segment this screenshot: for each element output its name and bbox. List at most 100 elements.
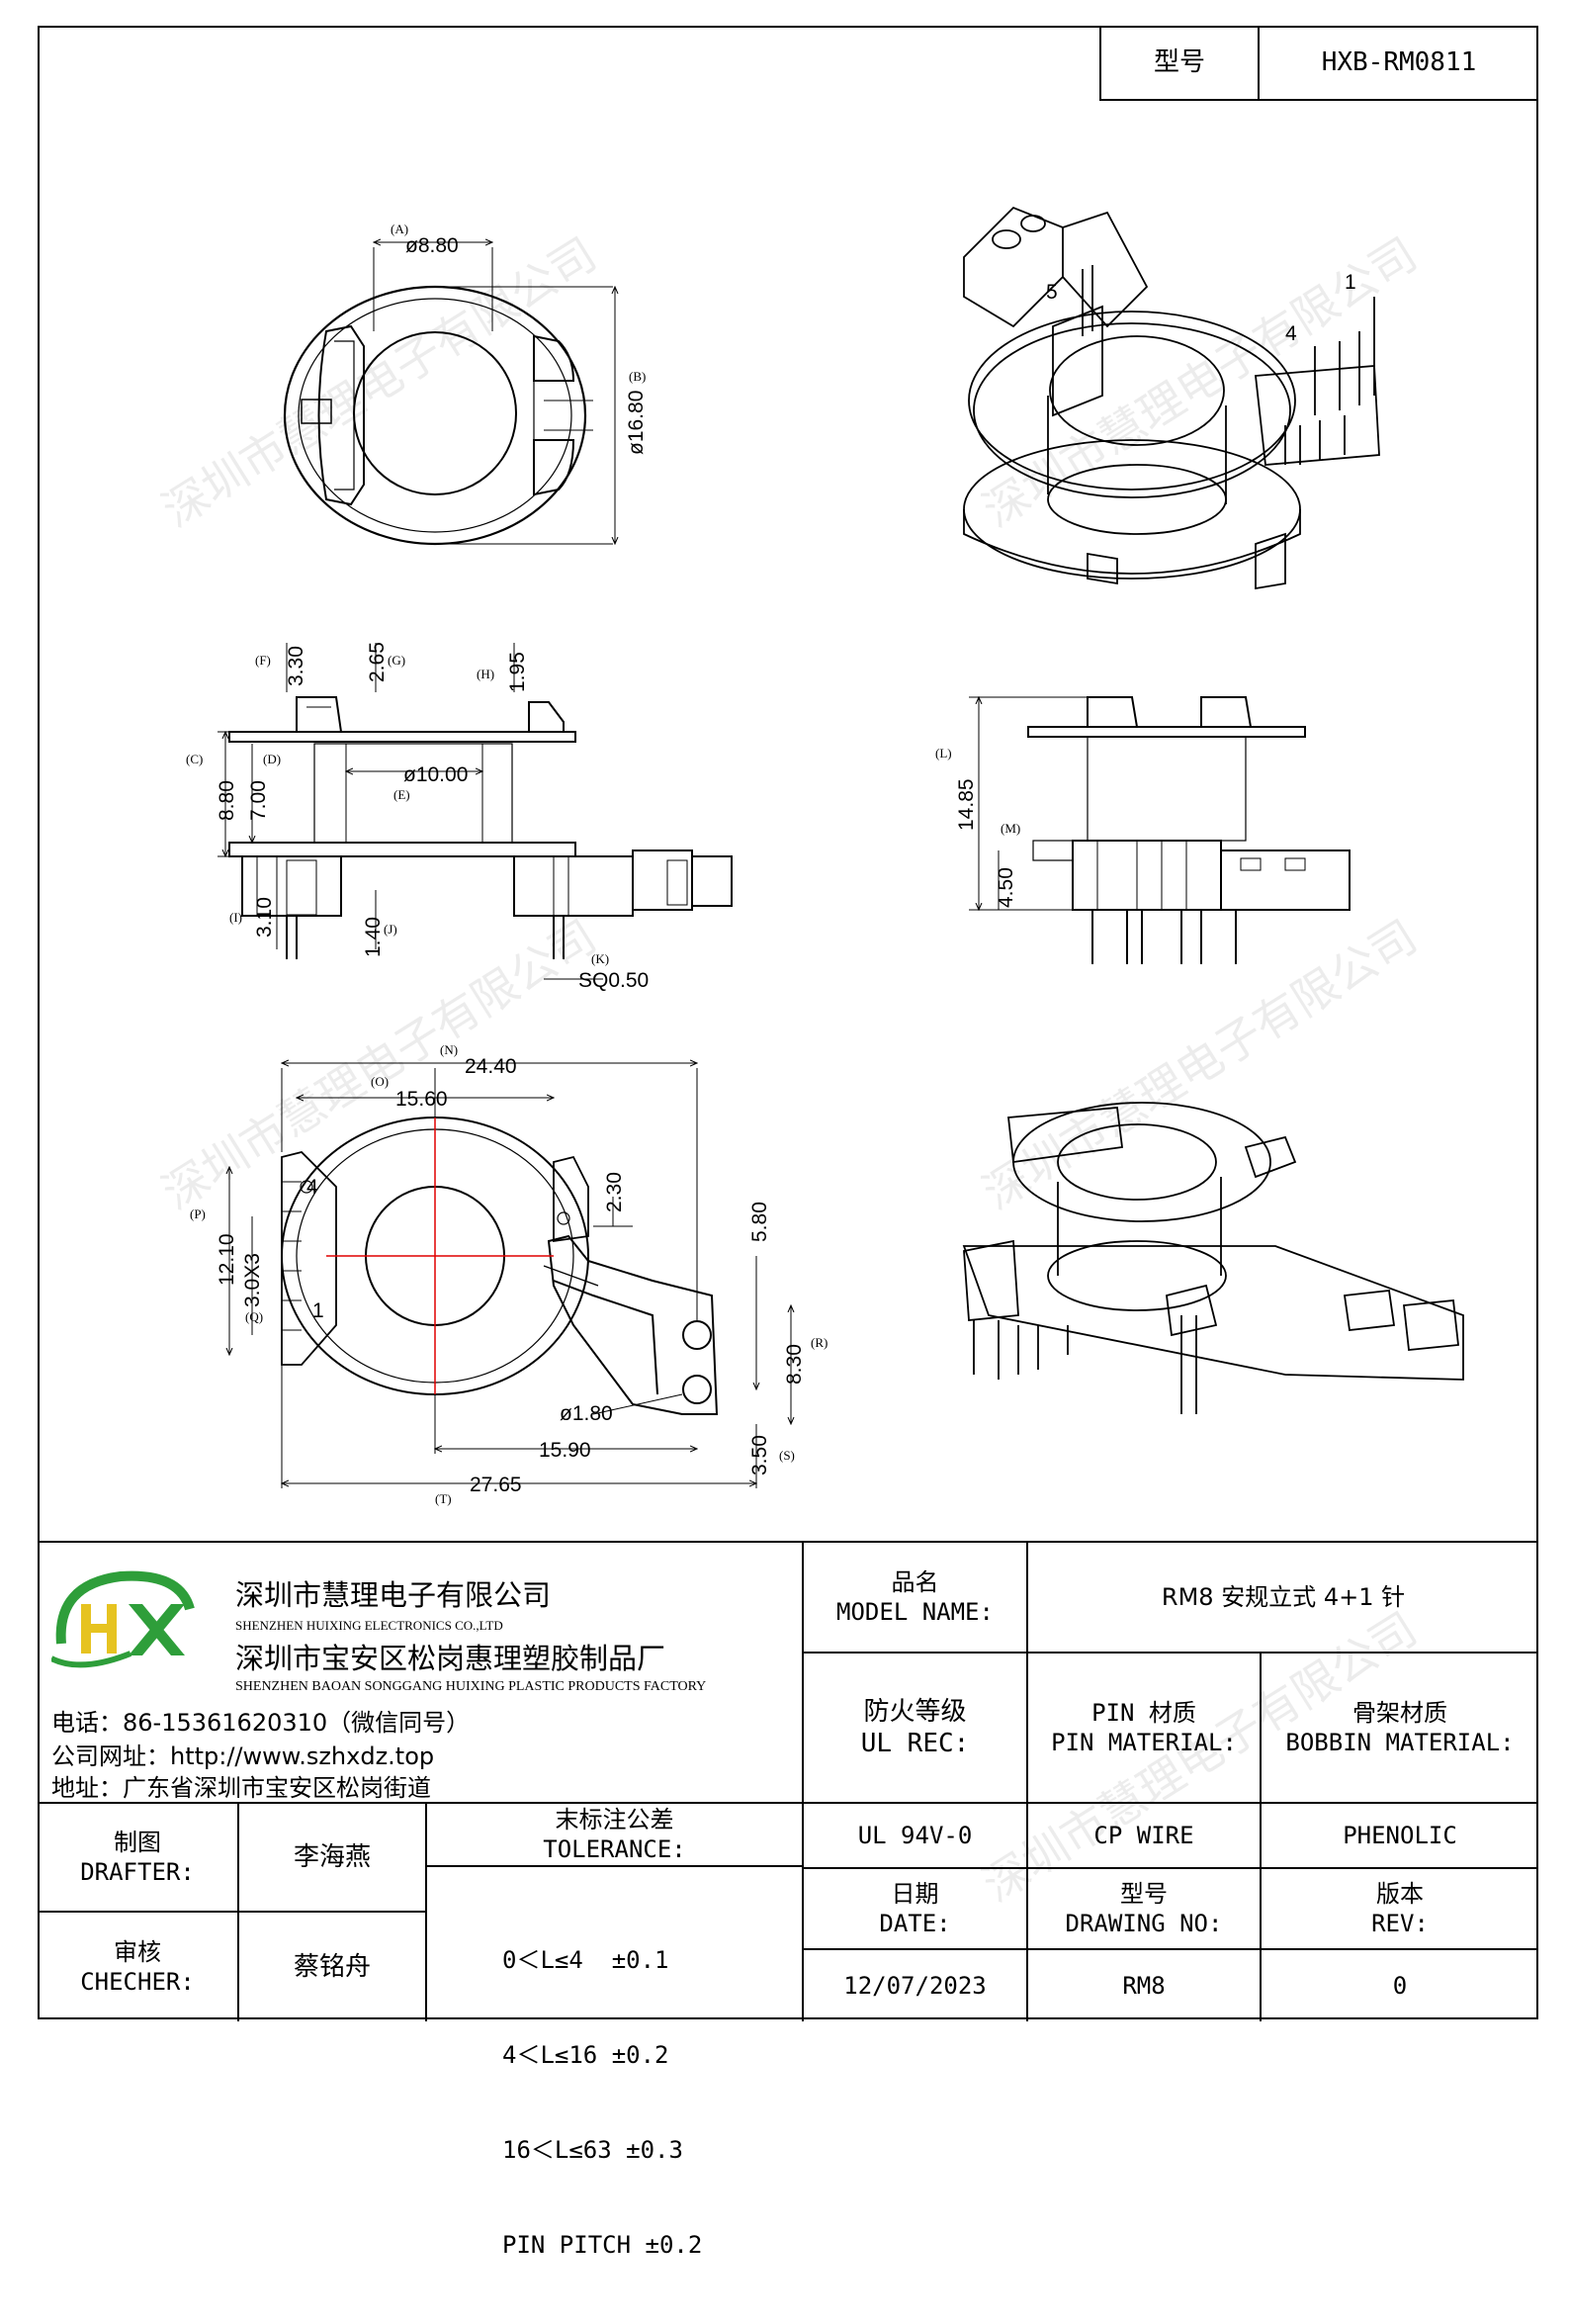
bobbin-material-cn: 骨架材质	[1352, 1699, 1447, 1727]
dim-label-c: (C)	[186, 752, 203, 766]
dim-n: 24.40	[465, 1055, 517, 1078]
dim-d: 7.00	[247, 780, 270, 821]
ul-rec-en: UL REC:	[860, 1729, 970, 1758]
bobbin-material-en: BOBBIN MATERIAL:	[1285, 1729, 1515, 1756]
dim-label-t: (T)	[435, 1491, 452, 1506]
company-website: 公司网址：http://www.szhxdz.top	[51, 1743, 435, 1770]
date-en: DATE:	[879, 1910, 951, 1937]
pin-material-en: PIN MATERIAL:	[1051, 1729, 1237, 1756]
dim-a: ø8.80	[405, 234, 459, 257]
dim-g: 2.65	[366, 642, 389, 682]
dim-i: 3.10	[253, 897, 276, 938]
dim-label-j: (J)	[384, 922, 397, 937]
date-value: 12/07/2023	[843, 1972, 987, 2000]
dim-580: 5.80	[748, 1202, 771, 1242]
dim-label-m: (M)	[1001, 821, 1020, 836]
header-model-box: 型号 HXB-RM0811	[1099, 26, 1538, 101]
dim-m: 4.50	[995, 867, 1017, 908]
dim-label-n: (N)	[440, 1042, 458, 1057]
header-model-value: HXB-RM0811	[1321, 46, 1477, 77]
model-name-en: MODEL NAME:	[836, 1598, 994, 1626]
tolerance-row: 16＜L≤63 ±0.3	[502, 2136, 683, 2164]
model-name-cn: 品名	[891, 1568, 939, 1596]
company-name-en: SHENZHEN HUIXING ELECTRONICS CO.,LTD	[235, 1618, 503, 1633]
checker-name: 蔡铭舟	[293, 1951, 371, 1982]
bottom-view	[229, 1063, 791, 1488]
tolerance-row: PIN PITCH ±0.2	[502, 2231, 703, 2259]
dim-label-s: (S)	[779, 1448, 795, 1463]
tolerance-label: 末标注公差 TOLERANCE:	[427, 1804, 802, 1865]
dim-r: 8.30	[783, 1344, 806, 1385]
dim-label-d: (D)	[263, 752, 281, 766]
pin-label: 5	[1046, 281, 1058, 304]
dim-p: 12.10	[216, 1233, 238, 1286]
ul-rec-cn: 防火等级	[863, 1696, 967, 1727]
tolerance-cn: 末标注公差	[555, 1806, 674, 1833]
top-view	[283, 242, 615, 546]
pin-label: 4	[306, 1176, 318, 1199]
pin-label: 1	[1345, 271, 1356, 294]
pin-label: 1	[312, 1299, 324, 1322]
dim-c: 8.80	[216, 780, 238, 821]
tolerance-values: 0＜L≤4 ±0.1 4＜L≤16 ±0.2 16＜L≤63 ±0.3 PIN …	[502, 1881, 702, 2324]
drafter-name: 李海燕	[293, 1841, 371, 1872]
dim-hole: ø1.80	[560, 1402, 613, 1425]
side-view	[969, 696, 1351, 964]
rev-en: REV:	[1371, 1910, 1429, 1937]
dim-e: ø10.00	[403, 763, 468, 786]
checker-en: CHECHER:	[80, 1968, 195, 1996]
dim-label-i: (I)	[229, 910, 242, 925]
rev-label: 版本 REV:	[1262, 1869, 1538, 1948]
company-logo	[51, 1570, 195, 1668]
ul-rec-label: 防火等级 UL REC:	[804, 1654, 1026, 1802]
dim-t: 27.65	[470, 1474, 522, 1496]
model-name-value: RM8 安规立式 4+1 针	[1161, 1583, 1406, 1611]
dim-label-g: (G)	[388, 653, 405, 668]
dim-230: 2.30	[603, 1172, 626, 1212]
tolerance-en: TOLERANCE:	[543, 1835, 686, 1863]
dim-label-o: (O)	[371, 1074, 389, 1089]
tolerance-row: 4＜L≤16 ±0.2	[502, 2041, 669, 2069]
rev-cn: 版本	[1376, 1880, 1424, 1908]
dim-label-e: (E)	[393, 787, 410, 802]
drafter-label: 制图 DRAFTER:	[38, 1804, 237, 1911]
dim-label-f: (F)	[255, 653, 271, 668]
dim-h: 1.95	[506, 652, 529, 692]
dim-q: 3.0X3	[241, 1253, 264, 1307]
dim-s: 3.50	[748, 1435, 771, 1475]
drafter-cn: 制图	[114, 1829, 161, 1856]
pin-label: 4	[1285, 322, 1297, 345]
date-label: 日期 DATE:	[804, 1869, 1026, 1948]
date-cn: 日期	[891, 1880, 939, 1908]
checker-label: 审核 CHECHER:	[38, 1913, 237, 2021]
company-address: 地址：广东省深圳市宝安区松岗街道	[51, 1774, 431, 1802]
pin-material-value: CP WIRE	[1093, 1822, 1194, 1849]
factory-name-en: SHENZHEN BAOAN SONGGANG HUIXING PLASTIC …	[235, 1679, 707, 1694]
dim-label-a: (A)	[391, 222, 408, 236]
company-phone: 电话：86-15361620310（微信同号）	[51, 1709, 471, 1737]
dim-label-h: (H)	[477, 667, 494, 681]
bobbin-material-value: PHENOLIC	[1343, 1822, 1457, 1849]
title-block: 深圳市慧理电子有限公司 SHENZHEN HUIXING ELECTRONICS…	[38, 1541, 1538, 2259]
dim-label-q: (Q)	[245, 1309, 263, 1324]
drawing-no-value: RM8	[1122, 1972, 1166, 2000]
dimension-labels: (A) ø8.80 (B) ø16.80 (F) 3.30 2.65 (G) (…	[186, 222, 1356, 1506]
bobbin-material-label: 骨架材质 BOBBIN MATERIAL:	[1262, 1654, 1538, 1802]
dim-label-r: (R)	[811, 1335, 828, 1350]
dim-label-l: (L)	[935, 746, 952, 760]
front-view	[218, 643, 733, 980]
drafter-en: DRAFTER:	[80, 1858, 195, 1886]
checker-cn: 审核	[114, 1938, 161, 1966]
model-name-label: 品名 MODEL NAME:	[804, 1543, 1026, 1652]
tolerance-row: 0＜L≤4 ±0.1	[502, 1946, 669, 1974]
dim-l: 14.85	[955, 778, 978, 831]
dim-label-b: (B)	[629, 369, 646, 384]
dim-label-k: (K)	[591, 951, 609, 966]
dim-1590: 15.90	[539, 1439, 591, 1462]
dim-j: 1.40	[362, 917, 385, 957]
drawing-frame	[38, 26, 1538, 2019]
dim-k: SQ0.50	[578, 969, 649, 992]
drawing-no-label: 型号 DRAWING NO:	[1028, 1869, 1260, 1948]
pin-material-label: PIN 材质 PIN MATERIAL:	[1028, 1654, 1260, 1802]
dim-f: 3.30	[285, 646, 307, 686]
